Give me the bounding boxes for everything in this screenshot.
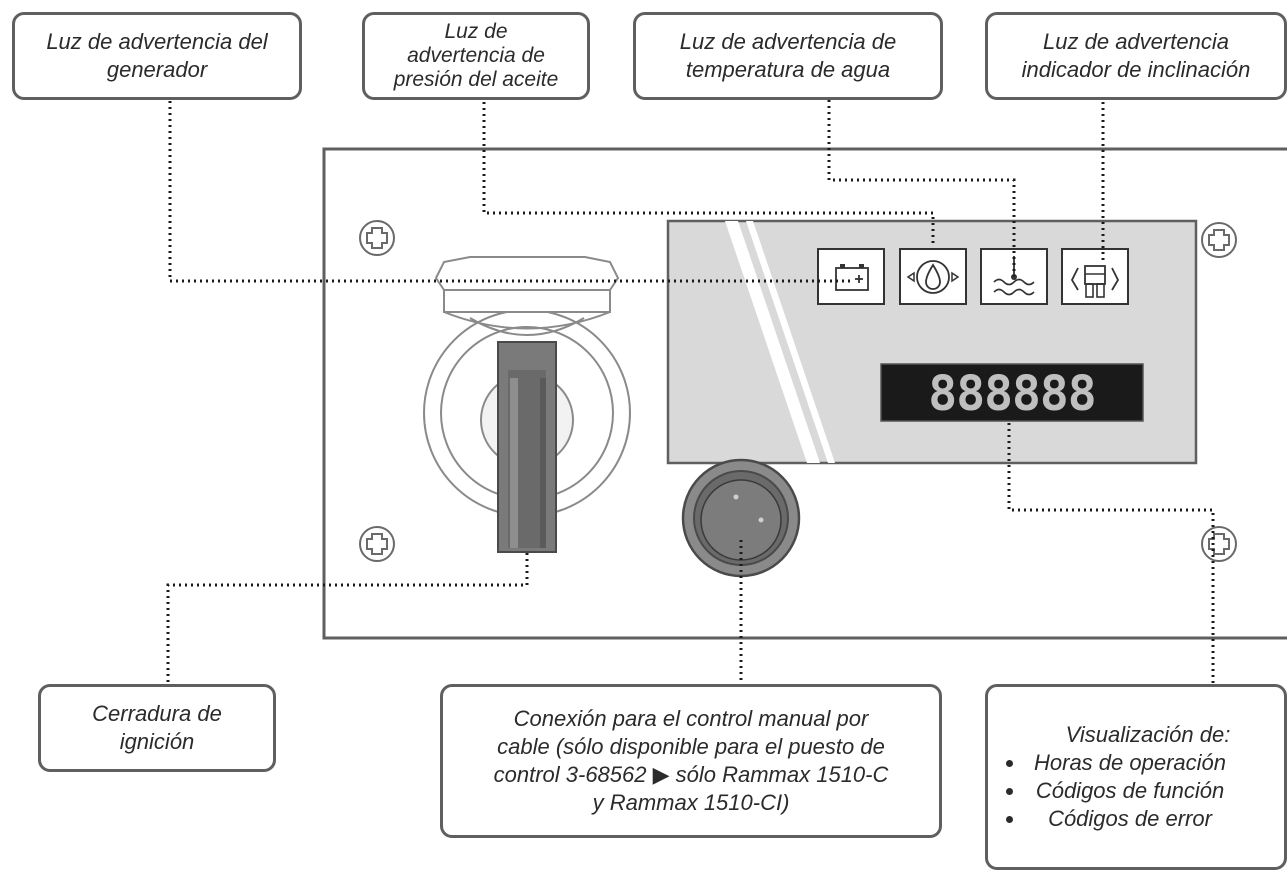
- callout-line: indicador de inclinación: [1021, 57, 1251, 82]
- callout-display-list: Horas de operación Códigos de función Có…: [1002, 749, 1226, 833]
- callout-oil-pressure-warning-light: Luz de advertencia de presión del aceite: [362, 12, 590, 100]
- callout-tilt-indicator-warning-light: Luz de advertencia indicador de inclinac…: [985, 12, 1287, 100]
- callout-line: Cerradura de: [92, 701, 222, 726]
- callout-line: generador: [106, 57, 208, 82]
- battery-icon: [817, 248, 885, 305]
- ignition-key-icon[interactable]: [423, 256, 631, 553]
- callout-line: Luz de advertencia del: [46, 29, 268, 54]
- callout-line: control 3-68562 ▶ sólo Rammax 1510-C: [493, 762, 889, 787]
- callout-line: Luz de advertencia: [1043, 29, 1229, 54]
- callout-cable-connection: Conexión para el control manual por cabl…: [440, 684, 942, 838]
- callout-line: advertencia de: [407, 44, 545, 67]
- callout-line: y Rammax 1510-CI): [592, 790, 790, 815]
- digit-display-text: 888888: [928, 366, 1095, 422]
- leader-line-water-temperature: [827, 100, 1016, 276]
- callout-line: ignición: [119, 729, 195, 754]
- tilt-indicator-icon: [1061, 248, 1129, 305]
- screw-icon: [1201, 222, 1237, 258]
- list-item: Códigos de función: [1002, 777, 1226, 805]
- callout-line: temperatura de agua: [685, 57, 891, 82]
- callout-display-info: Visualización de: Horas de operación Cód…: [985, 684, 1287, 870]
- oil-can-icon: [899, 248, 967, 305]
- leader-line-oil-pressure: [482, 102, 935, 246]
- callout-line: Luz de advertencia de: [679, 29, 897, 54]
- leader-line-generator: [168, 101, 851, 283]
- leader-lines: [166, 100, 1215, 684]
- screw-icon: [359, 220, 395, 256]
- callout-line: Luz de: [444, 20, 508, 43]
- screw-icon: [359, 526, 395, 562]
- callout-display-title: Visualización de:: [1065, 722, 1231, 747]
- list-item: Códigos de error: [1002, 805, 1226, 833]
- callout-line: Conexión para el control manual por: [513, 706, 869, 731]
- leader-line-display: [1007, 423, 1215, 684]
- list-item: Horas de operación: [1002, 749, 1226, 777]
- connector-socket-icon[interactable]: [681, 458, 801, 578]
- callout-generator-warning-light: Luz de advertencia del generador: [12, 12, 302, 100]
- callout-ignition-lock: Cerradura de ignición: [38, 684, 276, 772]
- callout-line: presión del aceite: [393, 68, 559, 91]
- leader-line-ignition: [166, 553, 529, 684]
- screw-icon: [1201, 526, 1237, 562]
- callout-water-temperature-warning-light: Luz de advertencia de temperatura de agu…: [633, 12, 943, 100]
- digit-display: 888888: [880, 363, 1144, 422]
- callout-line: cable (sólo disponible para el puesto de: [497, 734, 885, 759]
